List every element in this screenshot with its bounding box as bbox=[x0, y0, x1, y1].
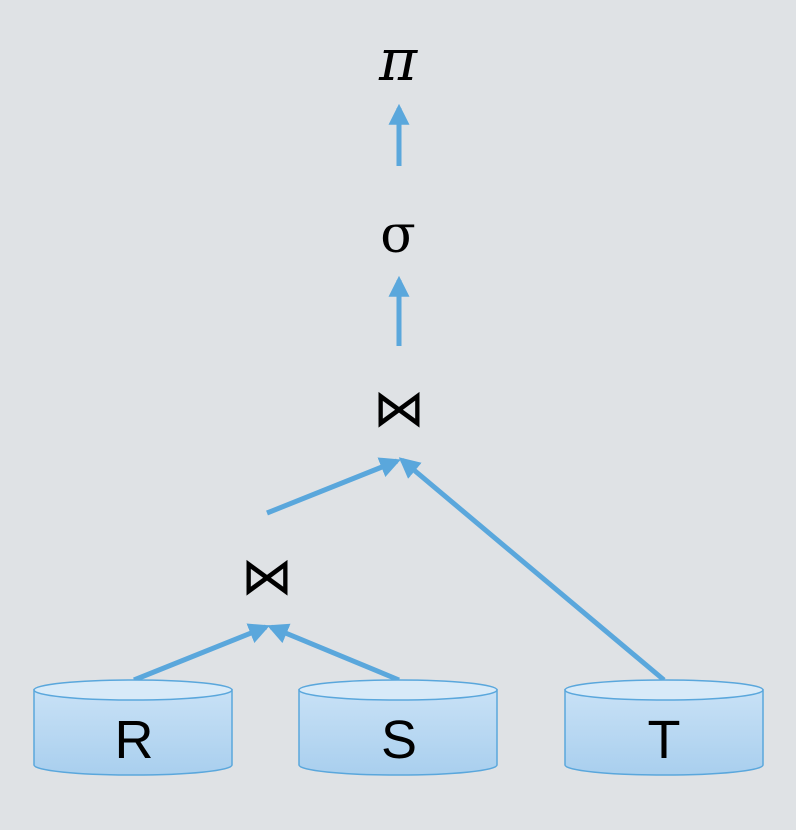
edge-join-bottom-to-join-top bbox=[266, 457, 401, 516]
edge-table-r-to-join-bottom bbox=[133, 623, 270, 683]
edge-table-s-to-join-bottom bbox=[267, 623, 400, 683]
join-operator-top: ⋈ bbox=[373, 379, 425, 439]
table-s-label: S bbox=[381, 710, 417, 770]
join-operator-bottom: ⋈ bbox=[241, 547, 293, 607]
edge-table-t-to-join-top bbox=[398, 457, 666, 682]
table-s-cylinder: S bbox=[298, 679, 498, 776]
table-r-label: R bbox=[115, 710, 154, 770]
table-t-cylinder: T bbox=[564, 679, 764, 776]
edges bbox=[133, 103, 666, 683]
selection-operator: σ bbox=[380, 205, 416, 265]
projection-operator: π bbox=[378, 26, 418, 94]
table-t-label: T bbox=[648, 710, 681, 770]
table-r-cylinder: R bbox=[33, 679, 233, 776]
